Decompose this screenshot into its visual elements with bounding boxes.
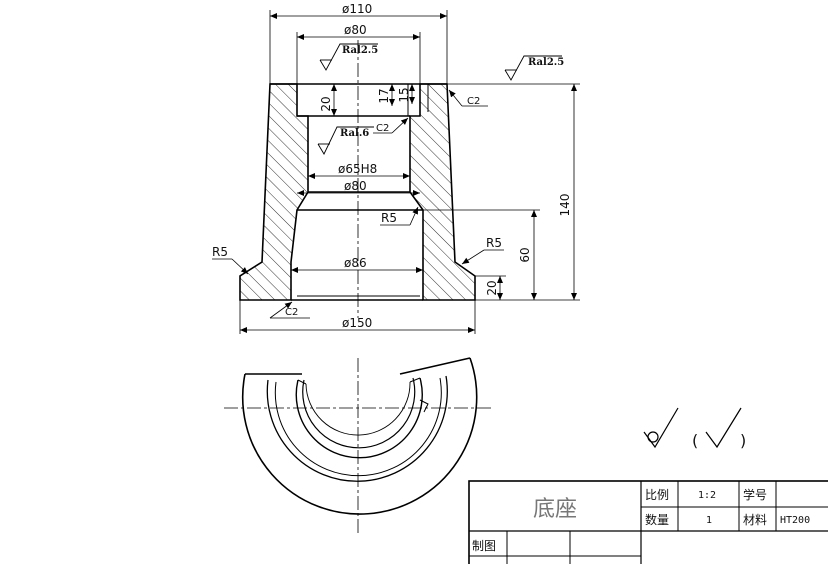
roughness-symbols (317, 43, 562, 155)
dim-c2-right: C2 (467, 96, 480, 107)
dim-h20-top: 20 (319, 96, 333, 111)
roughness-symbol-top-right (504, 55, 562, 81)
roughness-bore: Ral.6 (340, 128, 369, 139)
title-block (468, 480, 828, 564)
title-scale-label: 比例 (645, 488, 669, 502)
dim-h140: 140 (558, 194, 572, 217)
title-material-value: HT200 (780, 515, 810, 526)
dim-r5-right: R5 (486, 236, 502, 250)
dim-d150: ø150 (342, 316, 372, 330)
top-half-view (224, 357, 494, 534)
title-drawn-by-label: 制图 (472, 539, 496, 553)
title-student-no-label: 学号 (743, 487, 767, 502)
dim-d80-mid: ø80 (344, 179, 367, 193)
dim-d86: ø86 (344, 256, 367, 270)
dim-h20-bottom: 20 (485, 280, 499, 295)
dim-h15: 15 (397, 87, 411, 102)
dimensions (212, 10, 580, 334)
dim-c2-bottom: C2 (285, 307, 298, 318)
general-roughness-open-paren: ( (692, 431, 698, 450)
roughness-symbol-bore (317, 126, 374, 155)
dim-h60: 60 (518, 247, 532, 262)
dim-r5-inner: R5 (381, 211, 397, 225)
title-scale-value: 1:2 (698, 490, 716, 501)
title-quantity-label: 数量 (645, 512, 669, 527)
dim-d80-top: ø80 (344, 23, 367, 37)
roughness-top-right: Ral2.5 (528, 57, 564, 68)
dim-c2-mid: C2 (376, 123, 389, 134)
dim-d110: ø110 (342, 2, 372, 16)
dim-d65h8: ø65H8 (338, 162, 377, 176)
general-roughness-symbol (643, 407, 742, 449)
front-section-view (239, 40, 476, 318)
dim-r5-left: R5 (212, 245, 228, 259)
roughness-symbol-top-inner (319, 43, 378, 71)
dim-h17: 17 (377, 88, 391, 103)
roughness-top-inner: Ral2.5 (342, 45, 378, 56)
title-material-label: 材料 (743, 513, 767, 527)
general-roughness-close-paren: ) (740, 431, 746, 450)
right-wall-section (409, 83, 476, 301)
title-quantity-value: 1 (706, 515, 712, 526)
title-part-name: 底座 (533, 497, 577, 522)
